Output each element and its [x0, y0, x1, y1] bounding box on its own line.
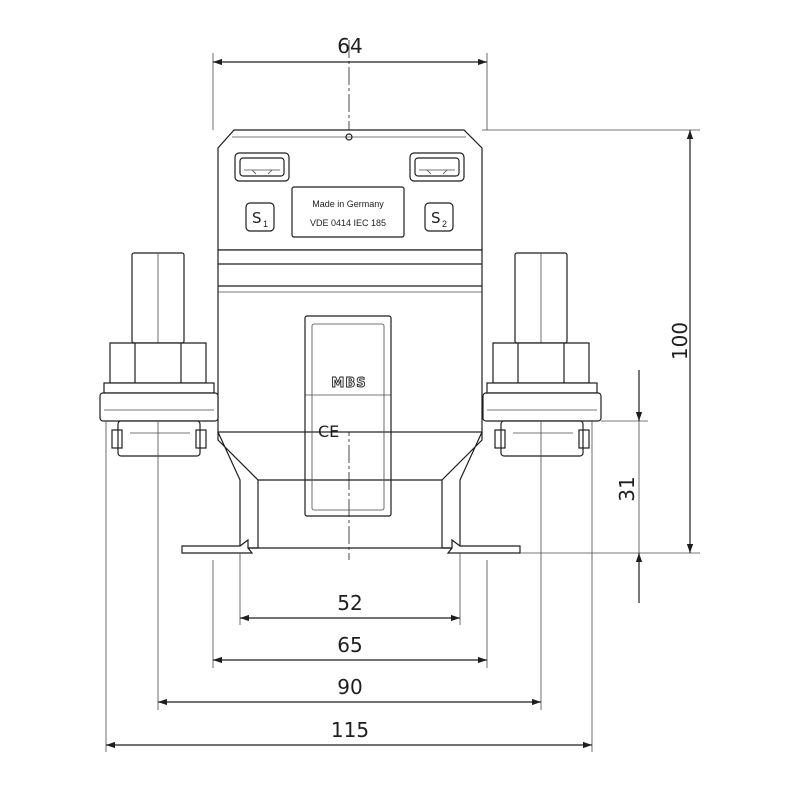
dimension-115: 115: [105, 421, 593, 752]
housing: [181, 129, 521, 554]
dimension-100-label: 100: [668, 322, 692, 360]
terminal-s2-text: S: [431, 209, 441, 227]
dimension-65: 65: [212, 560, 488, 668]
dimension-65-label: 65: [337, 633, 362, 657]
bolt-right: [482, 252, 602, 457]
dimension-115-label: 115: [331, 718, 369, 742]
bolt-left: [99, 252, 219, 457]
ce-mark: CE: [318, 422, 339, 441]
terminal-slot-left: [234, 152, 290, 182]
front-label-panel: MBS CE: [304, 315, 392, 517]
terminal-s2-subscript: 2: [442, 219, 447, 229]
nameplate-line1: Made in Germany: [312, 199, 384, 209]
dimension-90: 90: [157, 456, 542, 710]
dimension-31: 31: [601, 370, 648, 603]
dimension-52-label: 52: [337, 591, 362, 615]
mbs-logo: MBS: [331, 376, 366, 391]
dimension-31-label: 31: [615, 476, 639, 501]
terminal-s1-subscript: 1: [263, 219, 268, 229]
terminal-s1-text: S: [252, 209, 262, 227]
nameplate-line2: VDE 0414 IEC 185: [310, 218, 386, 228]
dimension-100: 100: [482, 129, 700, 554]
dimension-90-label: 90: [337, 675, 362, 699]
terminal-label-s2: S 2: [424, 202, 454, 232]
terminal-slot-right: [409, 152, 465, 182]
nameplate: Made in Germany VDE 0414 IEC 185: [291, 186, 405, 238]
terminal-label-s1: S 1: [245, 202, 275, 232]
dimension-64-label: 64: [337, 34, 362, 58]
dimension-52: 52: [239, 553, 461, 625]
dimension-64: 64: [212, 34, 488, 130]
